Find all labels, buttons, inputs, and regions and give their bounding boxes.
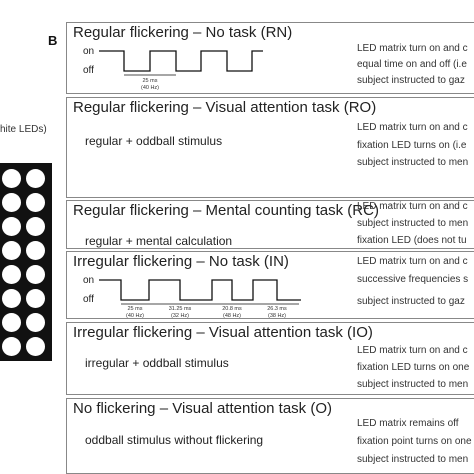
- description-line: LED matrix turn on and c: [357, 345, 468, 356]
- description-line: fixation LED (does not tu: [357, 235, 467, 246]
- led: [26, 289, 45, 308]
- condition-body: oddball stimulus without flickering: [85, 433, 264, 447]
- led: [2, 193, 21, 212]
- condition-box-o: No flickering – Visual attention task (O…: [66, 398, 474, 474]
- period-hz-label: (40 Hz): [141, 85, 159, 91]
- description-line: fixation point turns on one: [357, 436, 472, 447]
- irregular-waveform: on off 25 ms (40 Hz) 31.25 ms (32 Hz) 20…: [83, 275, 301, 319]
- condition-body: irregular + oddball stimulus: [85, 356, 229, 370]
- condition-title: No flickering – Visual attention task (O…: [73, 400, 333, 417]
- description-line: fixation LED turns on one: [357, 362, 470, 373]
- description-line: subject instructed to gaz: [357, 75, 465, 86]
- period-hz-label: (38 Hz): [268, 313, 286, 319]
- led: [2, 337, 21, 356]
- description-line: subject instructed to men: [357, 454, 469, 465]
- square-wave: [99, 279, 301, 301]
- description-line: equal time on and off (i.e: [357, 59, 467, 70]
- square-wave: [99, 50, 263, 72]
- led: [26, 217, 45, 236]
- condition-box-rn: Regular flickering – No task (RN) on off…: [66, 22, 474, 94]
- description-line: LED matrix turn on and c: [357, 43, 468, 54]
- on-label: on: [83, 275, 94, 286]
- condition-body: regular + mental calculation: [85, 234, 233, 248]
- condition-box-io: Irregular flickering – Visual attention …: [66, 322, 474, 395]
- description-line: LED matrix remains off: [357, 418, 459, 429]
- condition-body: regular + oddball stimulus: [85, 134, 223, 148]
- led: [2, 241, 21, 260]
- period-ms-label: 26.3 ms: [267, 306, 287, 312]
- led: [26, 169, 45, 188]
- period-ms-label: 25 ms: [128, 306, 143, 312]
- condition-box-in: Irregular flickering – No task (IN) on o…: [66, 251, 474, 319]
- description-line: subject instructed to men: [357, 157, 469, 168]
- led: [26, 337, 45, 356]
- period-hz-label: (40 Hz): [126, 313, 144, 319]
- led: [2, 289, 21, 308]
- led-matrix-label: hite LEDs): [0, 124, 47, 135]
- led: [26, 241, 45, 260]
- off-label: off: [83, 294, 94, 305]
- on-label: on: [83, 46, 94, 57]
- description-line: subject instructed to men: [357, 218, 469, 229]
- period-ms-label: 20.8 ms: [222, 306, 242, 312]
- led: [2, 265, 21, 284]
- description-line: LED matrix turn on and c: [357, 256, 468, 267]
- period-ms-label: 25 ms: [143, 78, 158, 84]
- description-line: LED matrix turn on and c: [357, 201, 468, 212]
- condition-title: Irregular flickering – Visual attention …: [73, 324, 373, 341]
- led: [26, 313, 45, 332]
- description-line: fixation LED turns on (i.e: [357, 140, 467, 151]
- led: [2, 217, 21, 236]
- led-matrix-panel: [0, 163, 52, 361]
- period-ms-label: 31.25 ms: [169, 306, 192, 312]
- panel-label-b: B: [48, 33, 58, 48]
- condition-box-ro: Regular flickering – Visual attention ta…: [66, 97, 474, 198]
- description-line: successive frequencies s: [357, 274, 469, 285]
- led: [26, 193, 45, 212]
- condition-box-rc: Regular flickering – Mental counting tas…: [66, 200, 474, 249]
- condition-title: Regular flickering – Mental counting tas…: [73, 202, 379, 219]
- led: [2, 169, 21, 188]
- condition-title: Irregular flickering – No task (IN): [73, 253, 289, 270]
- condition-title: Regular flickering – Visual attention ta…: [73, 99, 377, 116]
- description-line: subject instructed to men: [357, 379, 469, 390]
- description-line: LED matrix turn on and c: [357, 122, 468, 133]
- led: [2, 313, 21, 332]
- period-hz-label: (32 Hz): [171, 313, 189, 319]
- regular-waveform: on off 25 ms (40 Hz): [83, 46, 263, 91]
- condition-title: Regular flickering – No task (RN): [73, 24, 293, 41]
- led: [26, 265, 45, 284]
- off-label: off: [83, 65, 94, 76]
- description-line: subject instructed to gaz: [357, 296, 465, 307]
- period-hz-label: (48 Hz): [223, 313, 241, 319]
